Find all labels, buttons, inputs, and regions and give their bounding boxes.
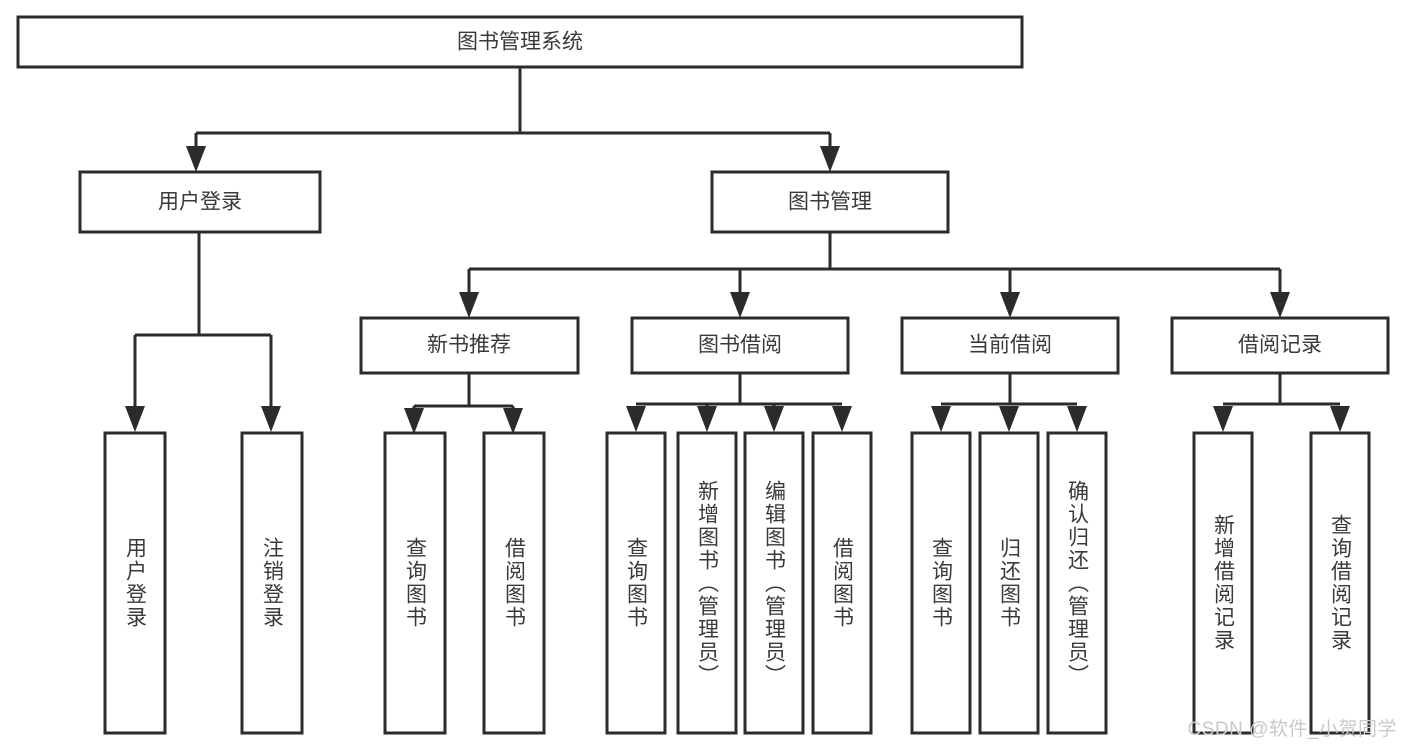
arrowhead-leaf-user-login	[125, 406, 145, 432]
node-box-leaf-borrow-book-1[interactable]	[482, 431, 546, 735]
node-box-leaf-confirm-return[interactable]	[1046, 431, 1108, 735]
node-box-leaf-query-book-1[interactable]	[383, 431, 447, 735]
node-label-leaf-query-book-3: 查询图书	[929, 537, 953, 629]
node-label-leaf-confirm-return: 确认归还（管理员）	[1065, 479, 1089, 687]
node-label-leaf-query-book-1: 查询图书	[403, 537, 427, 629]
arrowhead-new-book-recommend	[459, 292, 479, 318]
node-label-leaf-edit-book: 编辑图书（管理员）	[762, 479, 786, 687]
node-box-leaf-return-book[interactable]	[978, 431, 1040, 735]
arrowhead-book-manage	[820, 146, 840, 172]
node-label-leaf-borrow-book-2: 借阅图书	[830, 537, 854, 629]
arrowhead-user-login	[186, 146, 206, 172]
connector-group-root	[186, 67, 840, 172]
node-box-leaf-query-book-3[interactable]	[910, 431, 972, 735]
node-label-user-login: 用户登录	[158, 191, 242, 214]
arrowhead-borrow-record	[1270, 292, 1290, 318]
node-box-book-manage[interactable]	[710, 170, 950, 234]
node-label-leaf-user-login: 用户登录	[123, 537, 147, 629]
node-box-borrow-record[interactable]	[1170, 316, 1390, 375]
node-box-leaf-user-login[interactable]	[103, 431, 167, 735]
node-box-leaf-add-book[interactable]	[676, 431, 738, 735]
node-label-root: 图书管理系统	[457, 31, 583, 54]
node-box-leaf-edit-book[interactable]	[743, 431, 805, 735]
node-label-leaf-return-book: 归还图书	[997, 537, 1021, 629]
node-label-leaf-borrow-book-1: 借阅图书	[502, 537, 526, 629]
arrowhead-leaf-user-logout	[261, 406, 281, 432]
node-box-book-borrow[interactable]	[630, 316, 850, 375]
node-box-leaf-borrow-book-2[interactable]	[811, 431, 873, 735]
node-label-book-manage: 图书管理	[788, 191, 872, 214]
arrowhead-leaf-query-book-1	[404, 408, 424, 434]
arrowhead-leaf-return-book	[999, 406, 1019, 432]
arrowhead-leaf-query-book-3	[931, 406, 951, 432]
node-box-current-borrow[interactable]	[900, 316, 1120, 375]
connector-group-book-borrow	[626, 373, 852, 432]
node-box-leaf-query-record[interactable]	[1309, 431, 1371, 735]
node-label-leaf-user-logout: 注销登录	[260, 537, 284, 629]
connector-group-borrow-record	[1213, 373, 1350, 432]
node-label-leaf-add-book: 新增图书（管理员）	[695, 479, 719, 687]
arrowhead-current-borrow	[1000, 292, 1020, 318]
arrowhead-leaf-add-record	[1213, 406, 1233, 432]
node-label-borrow-record: 借阅记录	[1238, 334, 1322, 357]
node-box-root[interactable]	[16, 15, 1024, 69]
node-label-current-borrow: 当前借阅	[968, 334, 1052, 357]
node-label-leaf-query-book-2: 查询图书	[624, 537, 648, 629]
node-label-leaf-query-record: 查询借阅记录	[1328, 514, 1352, 652]
connector-group-book-manage	[459, 232, 1290, 318]
arrowhead-book-borrow	[730, 292, 750, 318]
arrowhead-leaf-query-record	[1330, 406, 1350, 432]
connector-group-current-borrow	[931, 373, 1087, 432]
connector-group-new-book-recommend	[404, 373, 523, 434]
node-box-user-login[interactable]	[78, 170, 322, 234]
node-label-leaf-add-record: 新增借阅记录	[1211, 514, 1235, 652]
node-box-leaf-query-book-2[interactable]	[605, 431, 667, 735]
arrowhead-leaf-add-book	[697, 406, 717, 432]
node-box-leaf-add-record[interactable]	[1192, 431, 1254, 735]
arrowhead-leaf-edit-book	[764, 406, 784, 432]
connector-group-user-login	[125, 232, 281, 432]
node-label-new-book-recommend: 新书推荐	[427, 334, 511, 357]
node-label-book-borrow: 图书借阅	[698, 334, 782, 357]
node-box-leaf-user-logout[interactable]	[240, 431, 304, 735]
csdn-watermark: CSDN @软件_小贺同学	[1187, 719, 1397, 740]
arrowhead-leaf-query-book-2	[626, 406, 646, 432]
node-box-new-book-recommend[interactable]	[359, 316, 580, 375]
arrowhead-leaf-borrow-book-2	[832, 406, 852, 432]
arrowhead-leaf-borrow-book-1	[503, 408, 523, 434]
arrowhead-leaf-confirm-return	[1067, 406, 1087, 432]
